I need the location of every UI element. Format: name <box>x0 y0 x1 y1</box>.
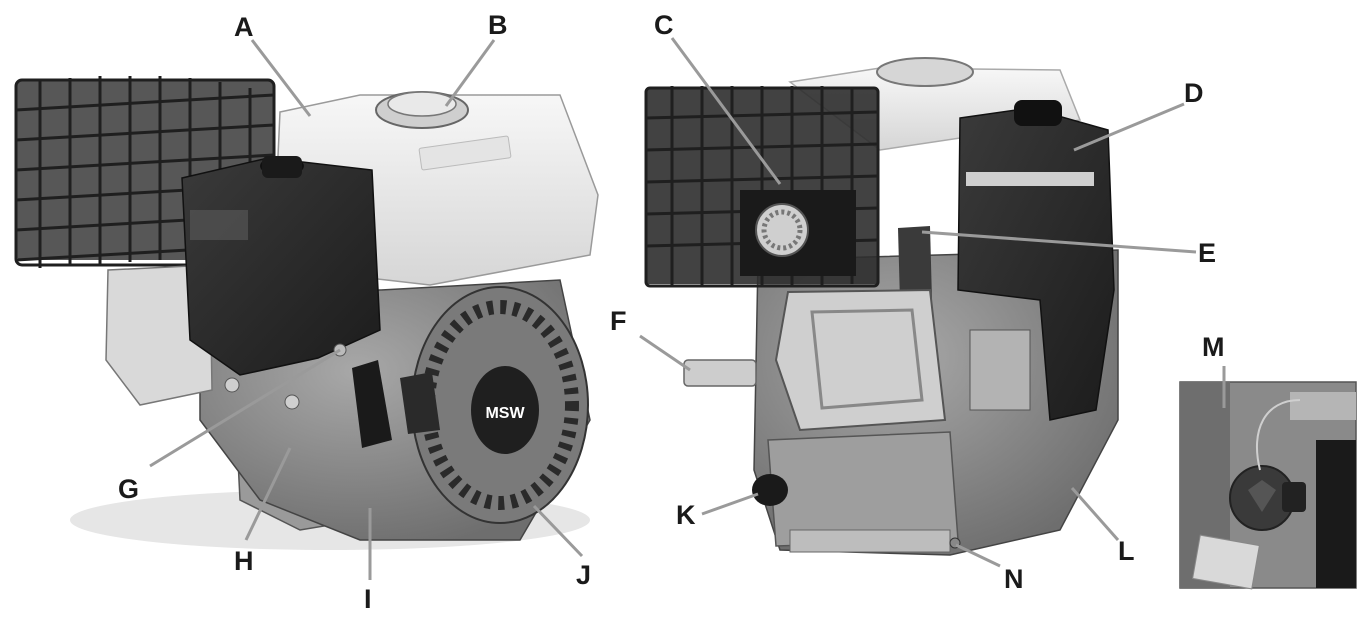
label-c: C <box>654 10 674 40</box>
air-filter-label <box>966 172 1094 186</box>
valve-cover <box>774 288 947 432</box>
label-e: E <box>1198 238 1217 268</box>
leader-line-c <box>670 37 782 185</box>
leader-line-b <box>444 39 496 107</box>
fuel-cap-rear <box>876 57 974 87</box>
brand-logo: MSW <box>485 405 525 422</box>
leader-line-e <box>921 230 1197 254</box>
oil-sump <box>767 431 959 547</box>
oil-sensor-switch <box>1282 482 1306 512</box>
label-k: K <box>676 500 696 530</box>
leader-line-j <box>532 504 584 558</box>
leader-line-l <box>1070 487 1120 541</box>
tank-label <box>418 135 512 171</box>
label-g: G <box>118 474 140 504</box>
output-shaft <box>683 359 757 387</box>
engine-left-view: MSW <box>14 76 599 550</box>
leader-line-h <box>244 447 292 541</box>
spark-plug <box>898 226 932 302</box>
label-l: L <box>1118 536 1135 566</box>
label-h: H <box>234 546 254 576</box>
label-a: A <box>234 12 254 42</box>
inset-detail <box>1179 381 1357 590</box>
leader-line-a <box>250 39 312 117</box>
air-filter-knob-rear <box>1014 100 1062 126</box>
choke-lever <box>352 360 392 448</box>
oil-filler-cap <box>752 474 788 506</box>
leader-line-g <box>149 348 341 468</box>
engine-right-view <box>644 57 1119 556</box>
stop-switch <box>400 372 440 434</box>
leader-line-k <box>701 492 759 516</box>
label-f: F <box>610 306 627 336</box>
carburettor <box>969 329 1031 411</box>
leader-line-d <box>1073 102 1185 152</box>
label-d: D <box>1184 78 1204 108</box>
label-i: I <box>364 584 372 614</box>
leader-line-f <box>639 334 691 372</box>
leader-lines <box>149 37 1226 580</box>
recoil-starter <box>411 286 589 524</box>
label-n: N <box>1004 564 1024 594</box>
label-m: M <box>1202 332 1225 362</box>
label-b: B <box>488 10 508 40</box>
air-filter-knob <box>262 156 302 178</box>
label-j: J <box>576 560 592 590</box>
leader-line-n <box>955 543 1001 568</box>
air-filter-housing <box>181 157 381 376</box>
